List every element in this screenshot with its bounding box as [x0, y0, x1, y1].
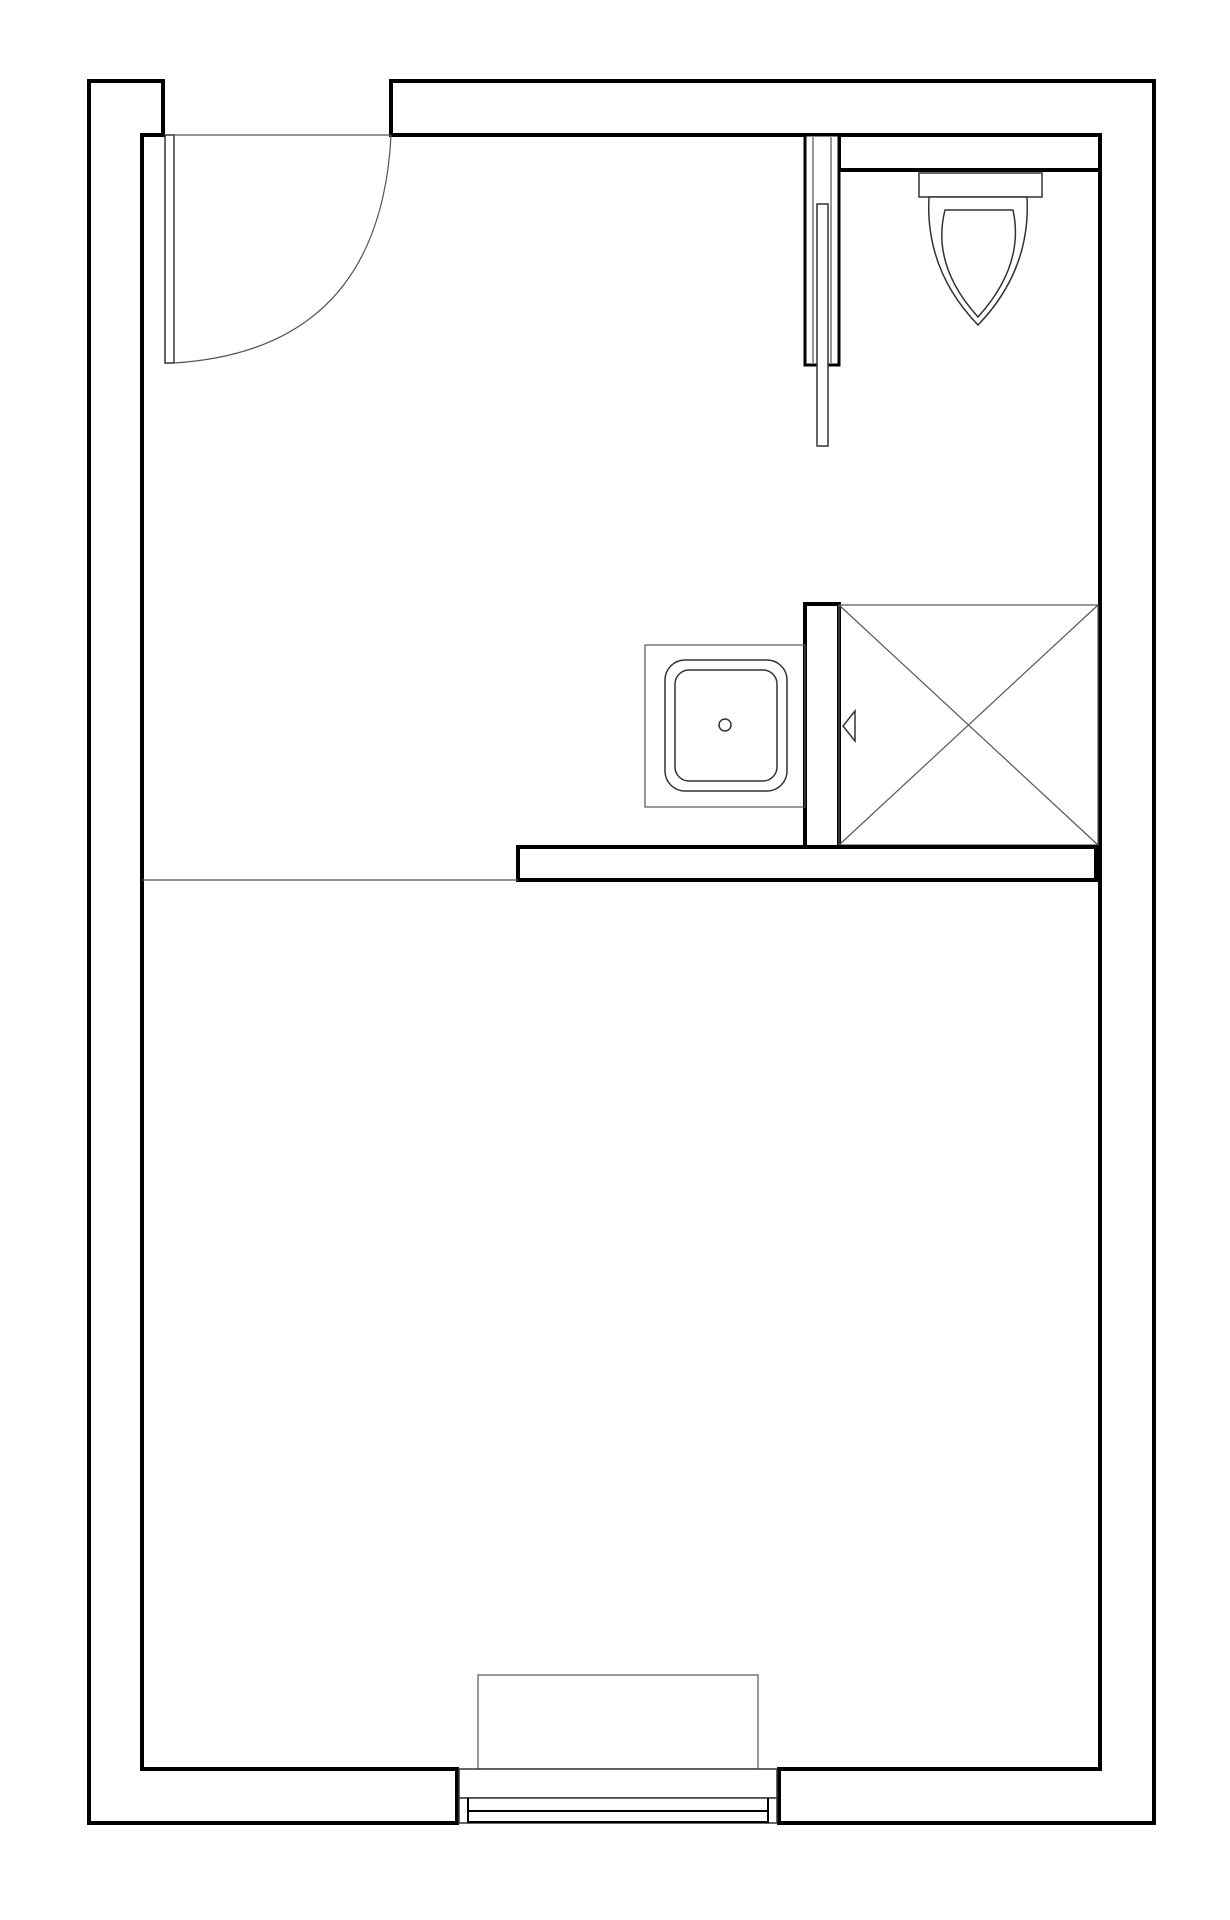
sink-counter — [644, 644, 806, 808]
toilet-room — [803, 133, 1102, 447]
top-right-wall — [389, 79, 1156, 1825]
wet-area-bottom-wall — [516, 845, 1098, 882]
window — [458, 1674, 778, 1824]
toilet — [918, 172, 1043, 327]
sliding-door[interactable] — [816, 203, 829, 447]
shower — [838, 604, 1099, 846]
toilet-tank — [918, 172, 1043, 198]
exterior-walls — [87, 79, 1156, 1825]
shower-head-icon — [842, 708, 856, 744]
sink-drain-icon — [718, 718, 732, 732]
left-wall — [87, 79, 459, 1825]
window-frame — [458, 1768, 778, 1799]
window-bench — [477, 1674, 759, 1770]
door-leaf[interactable] — [164, 134, 175, 364]
sink — [644, 644, 806, 808]
shower-partition-wall — [803, 602, 841, 849]
door-swing-arc — [173, 134, 392, 364]
wet-area — [142, 602, 1099, 882]
entry-door[interactable] — [164, 134, 392, 364]
toilet-seat — [941, 209, 1017, 319]
toilet-top-wall — [837, 133, 1102, 172]
